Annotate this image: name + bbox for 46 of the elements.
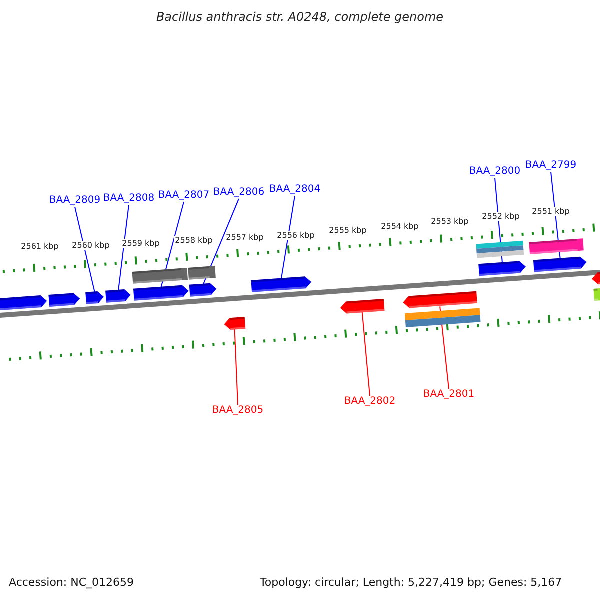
- gene-feature: [48, 293, 80, 307]
- gene-feature-bar: [188, 266, 216, 280]
- leader-line: [118, 204, 130, 292]
- gene-feature: [0, 296, 48, 312]
- gene-feature: [403, 291, 478, 308]
- gene-label: BAA_2805: [212, 405, 264, 417]
- scale-label: 2560 kbp: [71, 241, 111, 250]
- leader-line: [74, 206, 96, 294]
- scale-label: 2559 kbp: [121, 239, 161, 248]
- gene-feature: [86, 291, 104, 304]
- gene-feature-bar: [476, 240, 524, 258]
- gene-feature: [533, 256, 587, 272]
- diagram-title: Bacillus anthracis str. A0248, complete genome: [155, 10, 445, 24]
- scale-label: 2556 kbp: [276, 231, 316, 240]
- leader-line: [281, 196, 296, 279]
- scale-label: 2553 kbp: [430, 217, 470, 226]
- scale-label: 2557 kbp: [225, 233, 265, 242]
- leader-line: [234, 328, 238, 406]
- gene-label: BAA_2804: [269, 184, 321, 196]
- footer-text: Accession: NC_012659: [9, 576, 134, 589]
- scale-label: 2558 kbp: [174, 236, 214, 245]
- scale-label: 2551 kbp: [531, 207, 571, 216]
- scale-label: 2554 kbp: [380, 222, 420, 231]
- leader-line: [362, 312, 370, 396]
- gene-feature-bar: [404, 308, 481, 328]
- scale-label: 2552 kbp: [481, 212, 521, 221]
- gene-feature-bar: [594, 288, 600, 301]
- gene-feature: [592, 271, 600, 285]
- scale-label: 2561 kbp: [20, 242, 60, 251]
- footer-text: Topology: circular; Length: 5,227,419 bp; Genes: 5,167: [260, 576, 562, 589]
- gene-feature: [478, 261, 526, 276]
- gene-feature: [189, 283, 217, 297]
- gene-label: BAA_2800: [469, 166, 521, 178]
- gene-label: BAA_2801: [423, 389, 475, 401]
- gene-label: BAA_2809: [49, 195, 101, 207]
- gene-feature-bar: [529, 238, 584, 254]
- scale-label: 2555 kbp: [328, 226, 368, 235]
- gene-label: BAA_2806: [213, 187, 265, 199]
- gene-label: BAA_2807: [158, 190, 210, 202]
- gene-feature: [251, 276, 312, 292]
- gene-label: BAA_2799: [525, 160, 577, 172]
- gene-feature: [340, 299, 385, 314]
- gene-feature: [224, 317, 246, 330]
- gene-label: BAA_2808: [103, 193, 155, 205]
- gene-label: BAA_2802: [344, 396, 396, 408]
- gene-feature: [106, 290, 131, 303]
